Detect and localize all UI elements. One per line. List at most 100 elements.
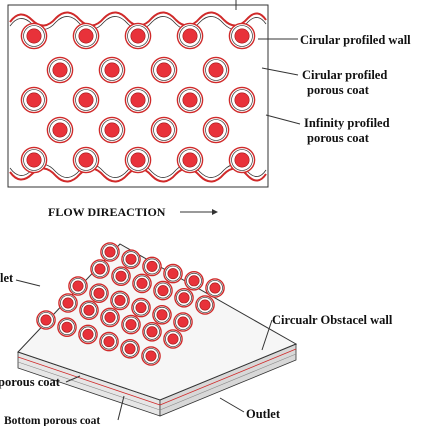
leader-obstacle-wall: [261, 319, 273, 351]
obstacle-circle: [72, 22, 100, 50]
obstacle-circle: [98, 116, 126, 144]
obstacle-circle-3d: [163, 263, 183, 284]
obstacle-coat-ring: [112, 292, 128, 309]
obstacle-core: [156, 309, 168, 321]
obstacle-circle: [72, 86, 100, 114]
leader-infinity-coat: [265, 114, 301, 125]
obstacle-circle-3d: [141, 346, 161, 366]
obstacle-coat-ring: [49, 59, 71, 81]
obstacle-coat-ring: [179, 149, 201, 171]
obstacle-core: [72, 280, 84, 292]
obstacle-coat-ring: [59, 319, 75, 336]
flow-arrow-head: [212, 209, 218, 215]
obstacle-core: [93, 287, 105, 299]
label-circular-coat-line2: porous coat: [307, 83, 370, 97]
obstacle-core: [103, 336, 115, 348]
obstacle-coat-ring: [153, 119, 175, 141]
label-flow-direction: FLOW DIREACTION: [48, 205, 166, 219]
obstacle-core: [125, 253, 137, 265]
obstacle-coat-ring: [122, 340, 138, 357]
obstacle-core: [135, 302, 147, 314]
obstacle-core: [61, 321, 73, 333]
obstacle-core: [177, 316, 189, 328]
obstacle-circle: [150, 116, 178, 144]
bottom-obstacle-array: [36, 242, 225, 366]
bottom-3d-diagram: [17, 242, 298, 417]
obstacle-coat-ring: [102, 244, 118, 260]
obstacle-coat-ring: [176, 289, 192, 306]
obstacle-circle-3d: [57, 317, 77, 338]
obstacle-core: [115, 270, 127, 282]
leader-outlet: [219, 397, 245, 413]
obstacle-circle-3d: [89, 283, 109, 304]
obstacle-coat-ring: [175, 314, 191, 330]
obstacle-core: [167, 333, 179, 345]
obstacle-circle-3d: [111, 266, 131, 287]
obstacle-coat-ring: [81, 302, 97, 319]
obstacle-circle-3d: [120, 338, 140, 359]
label-circular-wall: Cirular profiled wall: [300, 33, 411, 47]
label-outlet: Outlet: [246, 407, 281, 421]
obstacle-core: [145, 350, 157, 362]
obstacle-coat-ring: [113, 268, 129, 285]
obstacle-coat-ring: [60, 295, 76, 311]
obstacle-circle-3d: [152, 304, 172, 325]
obstacle-coat-ring: [75, 149, 97, 171]
obstacle-coat-ring: [23, 89, 45, 111]
obstacle-core: [26, 28, 42, 44]
obstacle-coat-ring: [205, 119, 227, 141]
obstacle-core: [208, 122, 224, 138]
obstacle-circle: [228, 146, 256, 174]
obstacle-coat-ring: [49, 119, 71, 141]
obstacle-circle: [176, 22, 204, 50]
obstacle-circle-3d: [184, 270, 204, 291]
obstacle-circle-3d: [68, 276, 88, 296]
obstacle-circle-3d: [58, 293, 78, 313]
obstacle-coat-ring: [133, 299, 149, 316]
obstacle-circle: [228, 86, 256, 114]
obstacle-core: [83, 304, 95, 316]
obstacle-core: [94, 263, 106, 275]
obstacle-circle-3d: [174, 287, 194, 308]
obstacle-circle: [202, 56, 230, 84]
obstacle-circle-3d: [131, 297, 151, 318]
bottom-labels: let Circualr Obstacel wall porous coat B…: [0, 271, 393, 426]
label-obstacle-wall: Circualr Obstacel wall: [272, 313, 393, 327]
obstacle-circle-3d: [78, 324, 98, 345]
obstacle-coat-ring: [80, 326, 96, 343]
obstacle-core: [188, 275, 200, 287]
obstacle-core: [167, 268, 179, 280]
obstacle-coat-ring: [207, 280, 223, 296]
obstacle-core: [156, 62, 172, 78]
obstacle-core: [104, 311, 116, 323]
obstacle-core: [124, 343, 136, 355]
obstacle-coat-ring: [144, 323, 160, 340]
top-obstacle-array: [20, 22, 256, 174]
leader-circular-coat: [261, 67, 299, 76]
obstacle-circle-3d: [36, 310, 56, 330]
obstacle-coat-ring: [231, 149, 253, 171]
obstacle-coat-ring: [197, 297, 213, 313]
obstacle-core: [40, 314, 52, 326]
obstacle-circle-3d: [153, 280, 173, 301]
obstacle-coat-ring: [134, 275, 150, 292]
obstacle-circle: [176, 146, 204, 174]
obstacle-coat-ring: [23, 25, 45, 47]
obstacle-circle-3d: [100, 307, 120, 328]
obstacle-core: [26, 152, 42, 168]
top-channel-diagram: [7, 0, 269, 188]
obstacle-circle-3d: [90, 259, 110, 279]
obstacle-coat-ring: [101, 119, 123, 141]
obstacle-coat-ring: [101, 59, 123, 81]
obstacle-coat-ring: [38, 312, 54, 328]
obstacle-core: [199, 299, 211, 311]
obstacle-coat-ring: [123, 251, 139, 268]
obstacle-coat-ring: [144, 258, 160, 275]
obstacle-circle: [150, 56, 178, 84]
label-infinity-coat-line1: Infinity profiled: [304, 116, 390, 130]
obstacle-core: [26, 92, 42, 108]
leader-bottom-porous-coat: [117, 395, 125, 421]
obstacle-core: [130, 152, 146, 168]
obstacle-core: [130, 28, 146, 44]
leader-porous-coat: [65, 375, 81, 383]
